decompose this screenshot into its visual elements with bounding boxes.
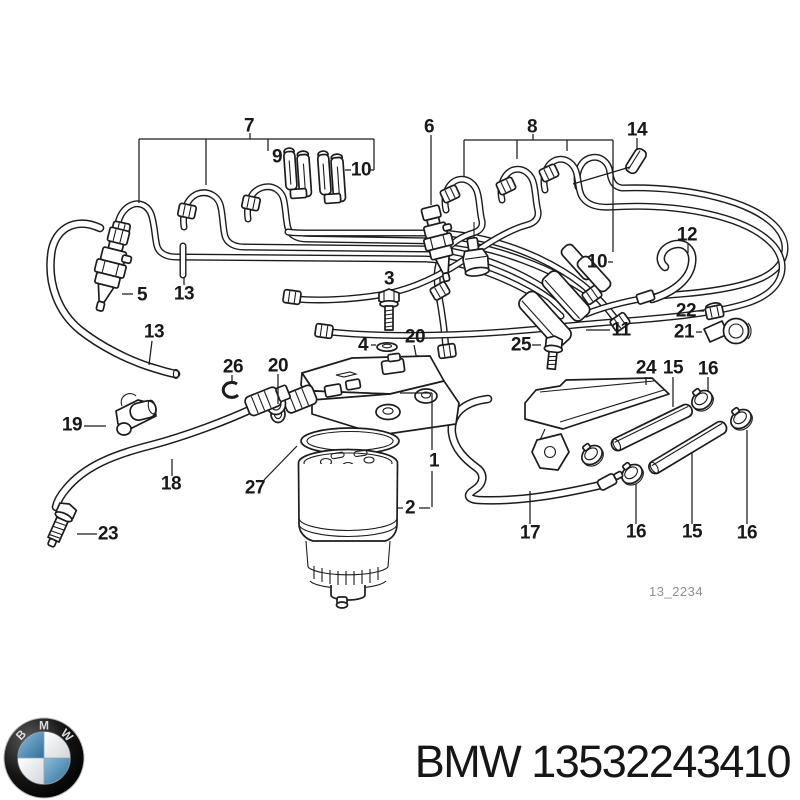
hose-18-crimp: [244, 384, 291, 417]
logo-letter-m: M: [39, 719, 49, 733]
clamp-16-b: [724, 401, 757, 435]
part-number-caption: BMW 13532243410: [414, 736, 792, 787]
hose-15-lower: [648, 420, 728, 475]
pipe-clamp-10-right: [560, 243, 612, 293]
bracket-19: [115, 393, 157, 436]
hose-15-upper: [610, 403, 694, 452]
clamp-16-c: [575, 437, 608, 471]
rubber-mount-11: [518, 270, 591, 348]
washer-4: [376, 341, 398, 353]
figure-id: 13_2234: [649, 584, 704, 599]
clip-26: [221, 380, 240, 399]
fitting-23: [47, 502, 78, 548]
filter-head: [265, 352, 460, 436]
injector-5: [93, 226, 133, 312]
leak-off-funnel: [462, 236, 491, 277]
filter-o-ring-27: [300, 427, 400, 455]
grommet-21: [703, 317, 752, 345]
nut-22: [704, 302, 725, 321]
sleeve-14: [625, 147, 647, 175]
pipe-clamp-9: [282, 147, 313, 200]
pipe-17-fitting: [596, 470, 624, 491]
fuel-filter-cartridge: [297, 448, 399, 609]
bolt-3: [378, 288, 400, 331]
parts-diagram-art: [0, 133, 800, 609]
bracket-plate-24: [524, 377, 670, 471]
leader-lines: [77, 133, 748, 535]
pipe-clamp-10-top: [316, 150, 347, 205]
bolt-25: [543, 335, 564, 371]
injector-6: [420, 204, 454, 283]
bmw-logo: B M W: [3, 717, 85, 799]
fuel-hoses-and-pipes: [50, 157, 785, 507]
hose-12-tip: [635, 289, 656, 305]
